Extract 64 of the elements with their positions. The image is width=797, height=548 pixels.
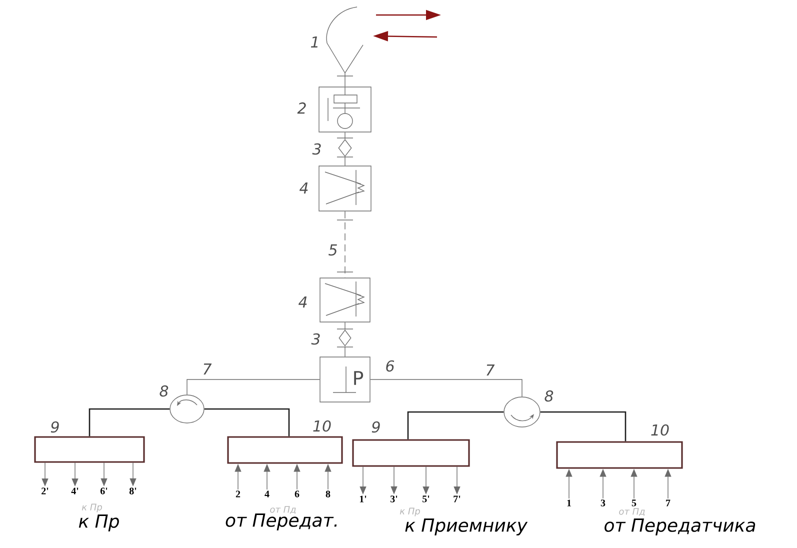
pin-label: 4	[264, 490, 270, 498]
pin-label: 8'	[129, 488, 136, 494]
faded-caption: к Пр	[82, 504, 102, 512]
faded-caption: от Пд	[270, 506, 296, 514]
faded-caption: к Пр	[400, 508, 420, 516]
callout-number: 9	[50, 421, 59, 433]
callout-number: 3	[311, 333, 320, 345]
callout-number: 10	[313, 420, 331, 432]
callout-number: 9	[372, 421, 380, 433]
pin-label: 1'	[360, 496, 366, 502]
callout-number: 6	[386, 360, 394, 372]
connector-line	[204, 408, 290, 436]
pin-label: 2'	[42, 488, 48, 494]
splitter-box: P	[320, 356, 370, 402]
callout-number: 8	[544, 390, 554, 402]
connector-line	[370, 379, 522, 397]
callout-number: 3	[312, 143, 321, 155]
connector-line	[344, 132, 346, 140]
pin-label: 3'	[390, 496, 398, 502]
discharger-block	[320, 278, 370, 322]
faded-caption: от Пд	[619, 508, 645, 516]
callout-number: 2	[297, 102, 306, 114]
edge-label: 7	[201, 362, 213, 376]
pin-label: 7	[666, 500, 670, 506]
bar-block	[556, 441, 683, 469]
group-caption: к Приемнику	[405, 518, 528, 536]
group-caption: от Передат.	[226, 514, 337, 530]
connector-line	[540, 411, 626, 442]
bar-block	[227, 436, 343, 464]
pin-label: 5'	[422, 496, 430, 502]
discharger-block	[318, 166, 372, 212]
pin-label: 2	[236, 490, 240, 498]
pin-label: 3	[600, 500, 606, 506]
pin-label: 7'	[454, 496, 460, 502]
edge-label: 5	[327, 243, 339, 257]
bar-block	[352, 439, 470, 467]
connector-line	[344, 156, 346, 166]
callout-number: 10	[651, 424, 669, 436]
callout-number: 1	[310, 36, 318, 48]
circulator-symbol	[504, 396, 540, 428]
pin-label: 8	[326, 490, 330, 498]
pin-label: 1	[567, 500, 571, 506]
group-caption: к Пр	[78, 514, 119, 532]
pin-label: 4'	[71, 488, 78, 494]
bar-block	[34, 436, 145, 463]
connector-line	[407, 411, 504, 440]
connector-line	[88, 408, 170, 436]
joint-diamond	[338, 139, 352, 157]
callout-number: 8	[160, 385, 168, 397]
connector-line	[344, 72, 346, 87]
switch-block	[318, 86, 372, 132]
callout-number: 4	[298, 296, 307, 308]
antenna-symbol	[326, 6, 364, 74]
pin-label: 6'	[100, 488, 108, 494]
edge-label: 7	[484, 364, 496, 376]
connector-line	[344, 322, 346, 330]
connector-line	[344, 346, 346, 357]
callout-number: 4	[300, 182, 308, 194]
pin-label: 6	[294, 490, 300, 498]
circulator-symbol	[170, 394, 204, 424]
pin-label: 5	[632, 500, 636, 506]
joint-diamond	[338, 330, 352, 346]
connector-line	[186, 379, 320, 395]
group-caption: от Передатчика	[604, 518, 756, 536]
